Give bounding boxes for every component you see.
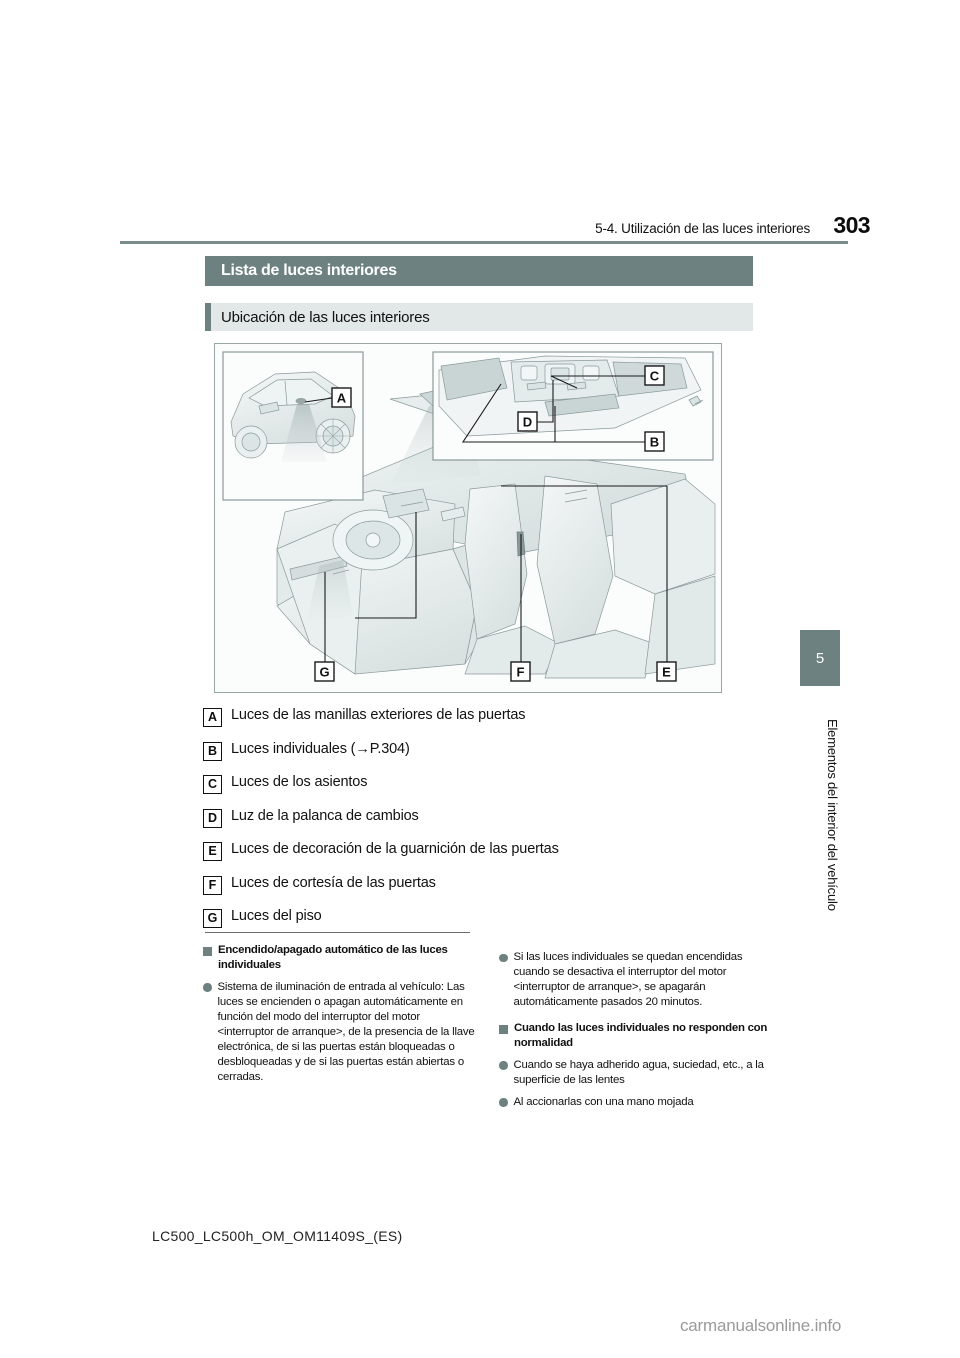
svg-text:D: D <box>523 415 532 430</box>
note-heading: Encendido/apagado automático de las luce… <box>203 943 477 973</box>
square-bullet-icon <box>499 1024 508 1034</box>
legend-text-g: Luces del piso <box>231 908 322 924</box>
note-heading-text: Encendido/apagado automático de las luce… <box>218 944 448 971</box>
legend-text-e: Luces de decoración de la guarnición de … <box>231 841 559 857</box>
legend-item: F Luces de cortesía de las puertas <box>203 875 763 895</box>
header-divider <box>120 241 848 244</box>
svg-text:A: A <box>337 391 347 406</box>
legend-key-d: D <box>203 808 222 828</box>
svg-text:E: E <box>662 665 671 680</box>
notes-divider <box>205 932 470 934</box>
legend-text-a: Luces de las manillas exteriores de las … <box>231 707 526 723</box>
legend-text-b[interactable]: Luces individuales (→P.304) <box>231 740 410 757</box>
subsection-title-label: Ubicación de las luces interiores <box>221 308 430 326</box>
note-item-text: Cuando se haya adherido agua, suciedad, … <box>513 1058 764 1086</box>
chapter-name-label: Elementos del interior del vehículo <box>825 719 840 911</box>
legend-item: A Luces de las manillas exteriores de la… <box>203 707 763 727</box>
legend-text-d: Luz de la palanca de cambios <box>231 807 419 824</box>
legend-key-g: G <box>203 909 222 928</box>
legend-item: B Luces individuales (→P.304) <box>203 741 763 761</box>
legend-key-e: E <box>203 842 222 861</box>
watermark: carmanualsonline.info <box>680 1316 842 1335</box>
chapter-number-tab: 5 <box>800 630 840 686</box>
round-bullet-icon <box>499 1061 508 1070</box>
note-block: Encendido/apagado automático de las luce… <box>203 943 477 1085</box>
round-bullet-icon <box>203 983 212 992</box>
note-item: Cuando se haya adherido agua, suciedad, … <box>499 1058 773 1088</box>
notes-section: Encendido/apagado automático de las luce… <box>203 943 773 1110</box>
notes-column-right: Si las luces individuales se quedan ence… <box>499 943 773 1110</box>
figure-illustration: A C D B G F E <box>215 344 721 692</box>
footer-document-code: LC500_LC500h_OM_OM11409S_(ES) <box>152 1228 403 1244</box>
round-bullet-icon <box>499 1098 508 1107</box>
page-number: 303 <box>833 212 870 238</box>
legend-item: E Luces de decoración de la guarnición d… <box>203 841 763 861</box>
subsection-title-bar: Ubicación de las luces interiores <box>205 303 753 331</box>
note-heading-text: Cuando las luces individuales no respond… <box>514 1022 768 1050</box>
round-bullet-icon <box>499 953 508 962</box>
legend-key-b: B <box>203 741 222 761</box>
notes-column-left: Encendido/apagado automático de las luce… <box>203 943 477 1110</box>
legend-text-c: Luces de los asientos <box>231 774 368 790</box>
legend-item: G Luces del piso <box>203 908 763 928</box>
legend-key-c: C <box>203 775 222 794</box>
note-heading: Cuando las luces individuales no respond… <box>499 1021 773 1051</box>
legend-text-f: Luces de cortesía de las puertas <box>231 874 436 891</box>
square-bullet-icon <box>203 946 212 956</box>
note-item-text: Al accionarlas con una mano mojada <box>513 1095 694 1108</box>
svg-text:B: B <box>650 435 659 450</box>
section-title-label: Lista de luces interiores <box>221 262 397 279</box>
legend-list: A Luces de las manillas exteriores de la… <box>203 707 763 942</box>
section-title-bar: Lista de luces interiores <box>205 256 753 286</box>
note-item: Al accionarlas con una mano mojada <box>499 1095 773 1110</box>
note-item: Si las luces individuales se quedan ence… <box>499 950 773 1010</box>
svg-text:C: C <box>650 369 660 384</box>
note-item-text: Sistema de iluminación de entrada al veh… <box>217 980 475 1083</box>
legend-item: D Luz de la palanca de cambios <box>203 808 763 828</box>
running-head: 5-4. Utilización de las luces interiores… <box>120 212 870 239</box>
note-item: Sistema de iluminación de entrada al veh… <box>203 980 477 1085</box>
interior-lights-figure: A C D B G F E <box>214 343 722 693</box>
note-item-text: Si las luces individuales se quedan ence… <box>513 951 743 1009</box>
legend-key-a: A <box>203 708 222 727</box>
svg-text:F: F <box>517 665 525 680</box>
legend-item: C Luces de los asientos <box>203 774 763 794</box>
running-head-section-title: 5-4. Utilización de las luces interiores <box>595 221 810 236</box>
svg-text:G: G <box>319 665 329 680</box>
legend-key-f: F <box>203 875 222 895</box>
